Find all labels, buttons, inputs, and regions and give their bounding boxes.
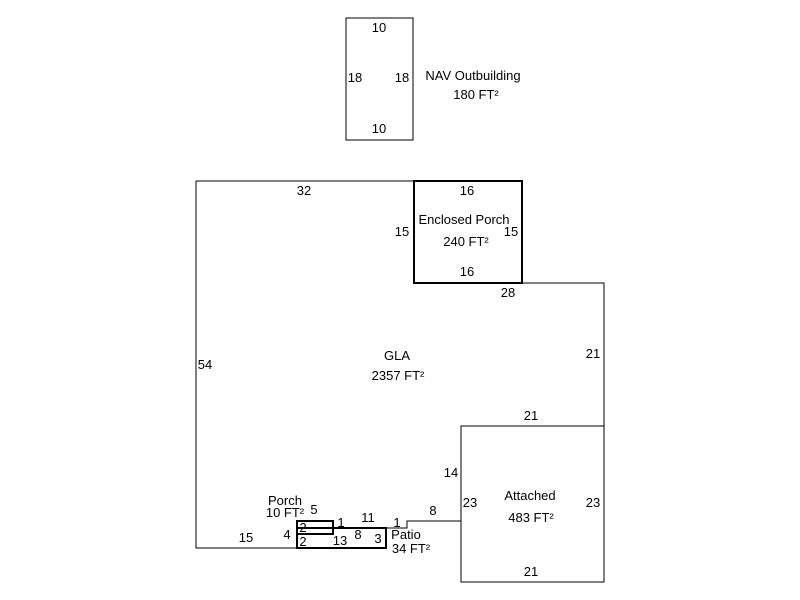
outbuilding-dim-left: 18 xyxy=(348,70,362,85)
enclosed-porch-dim-right: 15 xyxy=(504,224,518,239)
gla-dim-left: 54 xyxy=(198,357,212,372)
patio-dim-inner: 8 xyxy=(354,527,361,542)
gla-dim-11: 11 xyxy=(361,510,375,525)
patio-outline xyxy=(296,527,387,549)
attached-dim-bottom: 21 xyxy=(524,564,538,579)
gla-area: 2357 FT² xyxy=(372,368,425,383)
enclosed-porch-dim-bottom: 16 xyxy=(460,264,474,279)
gla-dim-28: 28 xyxy=(501,285,515,300)
gla-dim-21: 21 xyxy=(524,408,538,423)
attached-label: Attached xyxy=(504,488,555,503)
porch-label: Porch xyxy=(268,493,302,508)
enclosed-porch-area: 240 FT² xyxy=(443,234,489,249)
outbuilding-label: NAV Outbuilding xyxy=(425,68,520,83)
outbuilding-outline xyxy=(345,17,414,141)
gla-dim-14: 14 xyxy=(444,465,458,480)
porch-area: 10 FT² xyxy=(266,505,305,520)
gla-dim-5: 5 xyxy=(310,502,317,517)
outbuilding-dim-bottom: 10 xyxy=(372,121,386,136)
gla-dim-15: 15 xyxy=(239,530,253,545)
attached-dim-right: 23 xyxy=(586,495,600,510)
gla-dim-1b: 1 xyxy=(393,515,400,530)
patio-area: 34 FT² xyxy=(392,541,431,556)
patio-dim-right: 3 xyxy=(374,531,381,546)
enclosed-porch-outline xyxy=(413,180,523,284)
attached-dim-left: 23 xyxy=(463,495,477,510)
gla-dim-8: 8 xyxy=(429,503,436,518)
gla-label: GLA xyxy=(384,348,410,363)
patio-label: Patio xyxy=(391,527,421,542)
enclosed-porch-dim-top: 16 xyxy=(460,183,474,198)
outbuilding-dim-right: 18 xyxy=(395,70,409,85)
outbuilding-area: 180 FT² xyxy=(453,87,499,102)
gla-dim-top: 32 xyxy=(297,183,311,198)
gla-dim-right: 21 xyxy=(586,346,600,361)
attached-area: 483 FT² xyxy=(508,510,554,525)
patio-dim-left: 2 xyxy=(299,534,306,549)
patio-dim-bottom: 13 xyxy=(333,533,347,548)
outbuilding-dim-top: 10 xyxy=(372,20,386,35)
enclosed-porch-dim-left: 15 xyxy=(395,224,409,239)
gla-dim-1a: 1 xyxy=(337,515,344,530)
attached-outline xyxy=(460,425,605,583)
enclosed-porch-label: Enclosed Porch xyxy=(418,212,509,227)
gla-dim-4: 4 xyxy=(283,527,290,542)
